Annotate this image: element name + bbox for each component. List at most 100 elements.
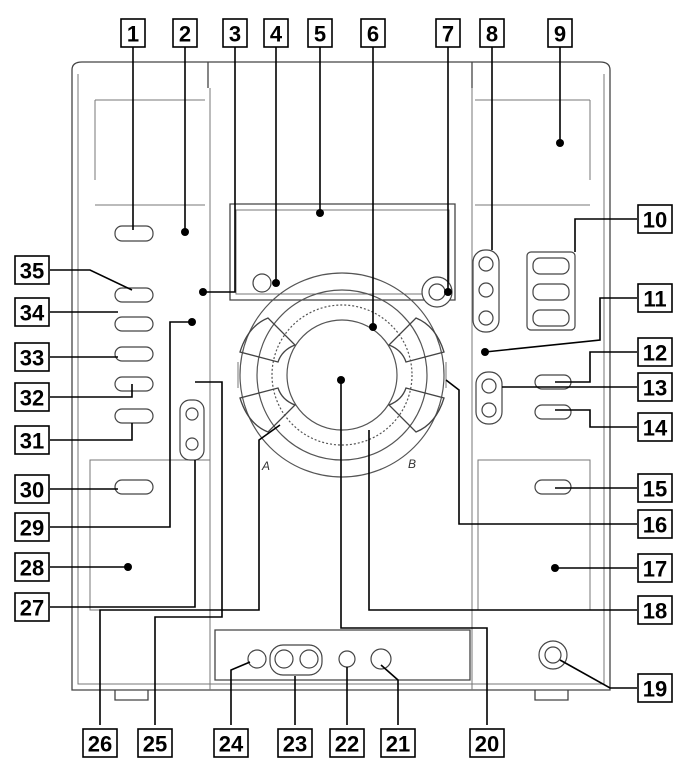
callout-label-5: 5 [314, 22, 326, 47]
callout-box-28 [14, 552, 50, 582]
leader-line-21 [380, 664, 399, 725]
callout-label-4: 4 [270, 22, 283, 47]
callout-label-28: 28 [20, 556, 44, 581]
callout-box-21 [380, 728, 416, 758]
leader-line-11 [484, 297, 637, 353]
leader-line-16 [445, 379, 637, 525]
callout-box-7 [435, 18, 461, 48]
callout-box-24 [213, 728, 249, 758]
callout-label-23: 23 [283, 732, 307, 757]
callout-box-23 [277, 728, 313, 758]
leader-dot-5 [316, 209, 324, 217]
leader-line-32 [50, 384, 133, 398]
callout-box-9 [547, 18, 573, 48]
callout-label-1: 1 [127, 22, 139, 47]
callout-box-29 [14, 512, 50, 542]
callout-label-19: 19 [643, 677, 667, 702]
left-buttons [114, 225, 154, 495]
callout-label-31: 31 [20, 429, 44, 454]
callout-label-32: 32 [20, 386, 44, 411]
callout-box-11 [637, 283, 673, 313]
leader-line-20 [340, 380, 488, 725]
callout-label-6: 6 [367, 22, 379, 47]
callout-label-25: 25 [143, 732, 167, 757]
callout-box-13 [637, 372, 673, 402]
leader-line-24 [230, 661, 251, 725]
callout-box-33 [14, 342, 50, 372]
leader-dot-11 [481, 348, 489, 356]
callout-label-33: 33 [20, 346, 44, 371]
leader-line-18 [368, 430, 637, 611]
callout-label-14: 14 [643, 416, 668, 441]
leader-dot-9 [556, 139, 564, 147]
callout-label-11: 11 [643, 287, 666, 312]
callout-label-21: 21 [386, 732, 410, 757]
leader-line-27 [50, 460, 196, 608]
leader-line-35 [50, 269, 133, 291]
leader-dot-7 [444, 288, 452, 296]
right-buttons [526, 251, 576, 495]
callout-box-25 [137, 728, 173, 758]
callout-box-22 [329, 728, 365, 758]
callout-label-10: 10 [643, 208, 667, 233]
jog-dial [239, 272, 445, 478]
callout-label-29: 29 [20, 516, 44, 541]
right-arc-buttons [387, 317, 447, 433]
callout-label-9: 9 [554, 22, 566, 47]
callout-label-24: 24 [219, 732, 244, 757]
callout-box-16 [637, 509, 673, 539]
callout-label-13: 13 [643, 376, 667, 401]
callout-label-26: 26 [88, 732, 112, 757]
mark-a: A [261, 459, 270, 473]
callout-box-2 [172, 18, 198, 48]
leader-line-31 [50, 423, 133, 441]
leader-line-25 [154, 381, 223, 725]
callout-box-17 [637, 553, 673, 583]
leader-dot-3 [199, 288, 207, 296]
callout-label-35: 35 [20, 259, 44, 284]
left-arc-buttons [237, 317, 297, 433]
callout-label-20: 20 [475, 732, 499, 757]
callout-box-6 [360, 18, 386, 48]
callout-label-12: 12 [643, 341, 667, 366]
callout-label-30: 30 [20, 478, 44, 503]
callout-label-8: 8 [486, 22, 498, 47]
leader-dot-28 [124, 563, 132, 571]
callout-label-27: 27 [20, 596, 44, 621]
round-controls [179, 249, 568, 676]
callout-box-8 [479, 18, 505, 48]
leader-line-29 [50, 321, 192, 528]
leader-dot-2 [181, 228, 189, 236]
leader-line-26 [99, 424, 281, 725]
leader-dot-29 [188, 318, 196, 326]
callout-box-3 [222, 18, 248, 48]
callout-label-16: 16 [643, 513, 667, 538]
callout-box-18 [637, 595, 673, 625]
callout-box-35 [14, 255, 50, 285]
callout-box-32 [14, 382, 50, 412]
callout-label-15: 15 [643, 477, 667, 502]
callout-box-34 [14, 297, 50, 327]
callout-box-5 [307, 18, 333, 48]
leader-dot-6 [369, 323, 377, 331]
leader-line-19 [559, 659, 637, 689]
callout-box-12 [637, 337, 673, 367]
mark-b: B [408, 457, 416, 471]
callout-box-4 [263, 18, 289, 48]
callout-box-1 [120, 18, 146, 48]
leader-dot-20 [337, 376, 345, 384]
leader-dot-4 [272, 279, 280, 287]
callout-label-17: 17 [643, 557, 667, 582]
leader-line-14 [555, 409, 637, 428]
leader-line-12 [555, 351, 637, 383]
callout-label-18: 18 [643, 599, 667, 624]
leader-dot-17 [551, 564, 559, 572]
callout-label-3: 3 [229, 22, 241, 47]
callout-box-27 [14, 592, 50, 622]
callout-label-7: 7 [442, 22, 454, 47]
callout-box-14 [637, 412, 673, 442]
callout-label-22: 22 [335, 732, 359, 757]
callout-box-30 [14, 474, 50, 504]
callout-box-20 [469, 728, 505, 758]
